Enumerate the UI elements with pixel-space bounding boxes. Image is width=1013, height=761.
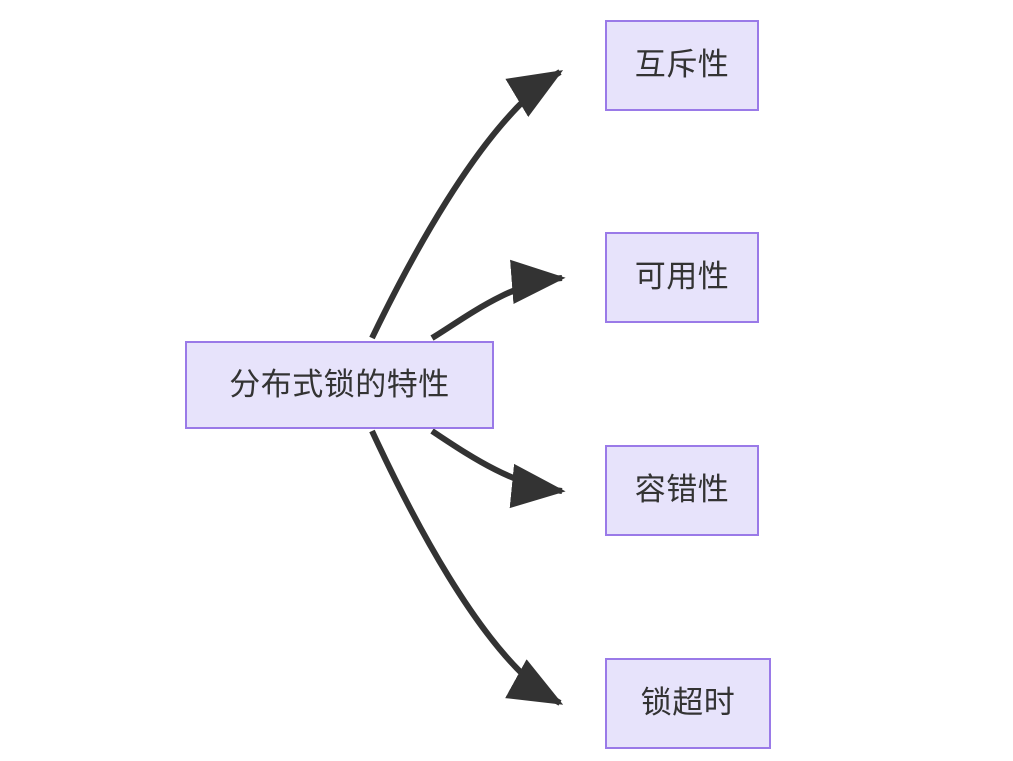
edge-root-to-rongcuoxing xyxy=(430,428,566,509)
node-feature-fault-tolerance[interactable]: 容错性 xyxy=(605,445,759,536)
node-feature-lock-timeout-label: 锁超时 xyxy=(640,685,736,722)
edge-root-to-suochaoshi xyxy=(369,429,564,706)
edge-root-to-hucixing xyxy=(369,69,564,340)
node-feature-fault-tolerance-label: 容错性 xyxy=(634,472,730,509)
edge-root-to-keyongxing xyxy=(430,259,566,341)
node-feature-mutual-exclusion-label: 互斥性 xyxy=(634,47,730,84)
node-root[interactable]: 分布式锁的特性 xyxy=(185,341,494,429)
node-feature-availability[interactable]: 可用性 xyxy=(605,232,759,323)
node-root-label: 分布式锁的特性 xyxy=(229,366,450,403)
node-feature-lock-timeout[interactable]: 锁超时 xyxy=(605,658,771,749)
node-feature-availability-label: 可用性 xyxy=(634,259,730,296)
node-feature-mutual-exclusion[interactable]: 互斥性 xyxy=(605,20,759,111)
